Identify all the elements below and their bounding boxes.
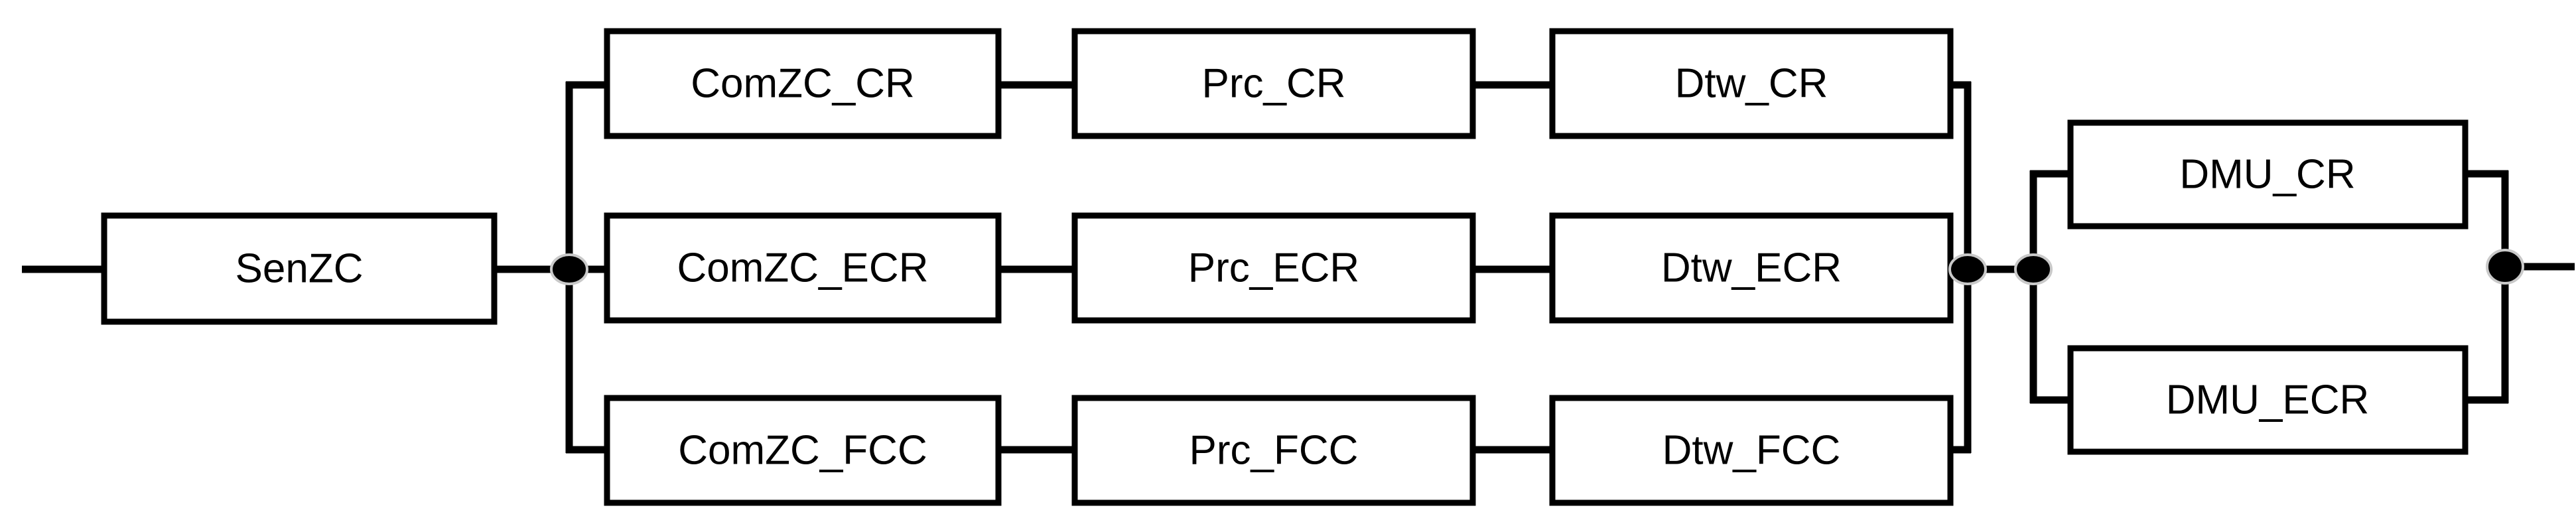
block-dtw-cr-label: Dtw_CR xyxy=(1675,60,1828,106)
block-dmu-cr-rect xyxy=(2067,119,2469,230)
block-dtw-fcc-rect xyxy=(1549,395,1954,506)
block-dmu-ecr-rect xyxy=(2067,345,2469,455)
block-senzc-label: SenZC xyxy=(236,245,364,291)
block-prc-fcc[interactable]: Prc_FCC xyxy=(1071,395,1476,506)
block-prc-cr[interactable]: Prc_CR xyxy=(1071,28,1476,139)
block-dtw-fcc-label: Dtw_FCC xyxy=(1662,427,1841,473)
block-dtw-ecr[interactable]: Dtw_ECR xyxy=(1549,212,1954,324)
block-comzc-cr[interactable]: ComZC_CR xyxy=(604,28,1002,139)
block-prc-fcc-rect xyxy=(1071,395,1476,506)
block-dmu-cr[interactable]: DMU_CR xyxy=(2067,119,2469,230)
junction-merge-after-dtw xyxy=(1948,253,1987,285)
block-comzc-ecr-label: ComZC_ECR xyxy=(677,245,929,291)
junction-split-after-senzc xyxy=(550,253,588,285)
junction-layer xyxy=(550,249,2524,285)
block-comzc-fcc-rect xyxy=(604,395,1002,506)
block-prc-fcc-label: Prc_FCC xyxy=(1189,427,1359,473)
block-comzc-fcc[interactable]: ComZC_FCC xyxy=(604,395,1002,506)
block-comzc-ecr-rect xyxy=(604,212,1002,324)
block-comzc-cr-rect xyxy=(604,28,1002,139)
block-comzc-fcc-label: ComZC_FCC xyxy=(678,427,927,473)
junction-split-before-dmu xyxy=(2014,253,2053,285)
block-dmu-ecr[interactable]: DMU_ECR xyxy=(2067,345,2469,455)
block-dtw-ecr-label: Dtw_ECR xyxy=(1661,245,1842,291)
junction-merge-after-dmu xyxy=(2486,249,2524,285)
block-prc-ecr-rect xyxy=(1071,212,1476,324)
block-dtw-cr[interactable]: Dtw_CR xyxy=(1549,28,1954,139)
block-prc-ecr-label: Prc_ECR xyxy=(1188,245,1359,291)
block-dtw-cr-rect xyxy=(1549,28,1954,139)
block-dtw-fcc[interactable]: Dtw_FCC xyxy=(1549,395,1954,506)
block-prc-cr-rect xyxy=(1071,28,1476,139)
block-dmu-ecr-label: DMU_ECR xyxy=(2166,377,2370,423)
block-prc-ecr[interactable]: Prc_ECR xyxy=(1071,212,1476,324)
block-comzc-ecr[interactable]: ComZC_ECR xyxy=(604,212,1002,324)
block-comzc-cr-label: ComZC_CR xyxy=(691,60,915,106)
block-senzc-rect xyxy=(101,212,498,325)
block-dmu-cr-label: DMU_CR xyxy=(2179,151,2355,197)
block-senzc[interactable]: SenZC xyxy=(101,212,498,325)
block-prc-cr-label: Prc_CR xyxy=(1201,60,1345,106)
